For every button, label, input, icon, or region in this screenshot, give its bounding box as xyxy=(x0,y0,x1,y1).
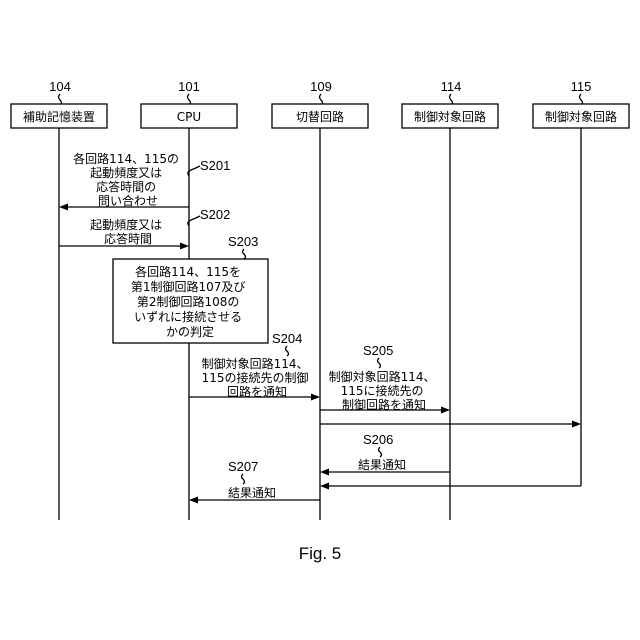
arrow-head xyxy=(572,421,581,428)
participant-ref: 101 xyxy=(178,79,200,94)
step-text: 起動頻度又は 応答時間 xyxy=(90,217,166,246)
step-leader xyxy=(243,249,246,259)
step-id: S205 xyxy=(363,343,393,358)
participant-114: 114 制御対象回路 xyxy=(402,79,498,520)
arrow-head xyxy=(59,204,68,211)
participant-115: 115 制御対象回路 xyxy=(533,79,629,486)
step-s203: S203 各回路114、115を 第1制御回路107及び 第2制御回路108の … xyxy=(113,234,268,343)
arrow-head xyxy=(189,497,198,504)
participant-label: CPU xyxy=(177,110,201,124)
participant-ref: 114 xyxy=(441,79,462,94)
participant-ref: 104 xyxy=(49,79,71,94)
participant-ref: 115 xyxy=(571,79,592,94)
participant-label: 切替回路 xyxy=(296,109,344,124)
step-text: 結果通知 xyxy=(358,458,406,472)
step-s207: S207 結果通知 xyxy=(189,459,320,504)
step-leader xyxy=(188,216,200,226)
participant-104: 104 補助記憶装置 xyxy=(11,79,107,520)
step-id: S207 xyxy=(228,459,258,474)
participant-label: 補助記憶装置 xyxy=(23,109,95,124)
step-text: 各回路114、115の 起動頻度又は 応答時間の 問い合わせ xyxy=(73,151,183,208)
step-id: S204 xyxy=(272,331,302,346)
step-leader xyxy=(286,346,289,356)
step-leader xyxy=(379,447,382,457)
arrow-head xyxy=(180,243,189,250)
participant-label: 制御対象回路 xyxy=(414,109,486,124)
step-id: S206 xyxy=(363,432,393,447)
participant-109: 109 切替回路 xyxy=(272,79,368,520)
step-leader xyxy=(378,358,381,368)
participant-ref: 109 xyxy=(310,79,332,94)
participant-label: 制御対象回路 xyxy=(545,109,617,124)
step-text: 結果通知 xyxy=(228,486,276,500)
step-s202: S202 起動頻度又は 応答時間 xyxy=(59,207,230,250)
step-id: S202 xyxy=(200,207,230,222)
step-text: 制御対象回路114、 115に接続先の 制御回路を通知 xyxy=(329,369,440,412)
step-id: S201 xyxy=(200,158,230,173)
arrow-head xyxy=(441,407,450,414)
step-id: S203 xyxy=(228,234,258,249)
arrow-head xyxy=(320,469,329,476)
arrow-head xyxy=(320,483,329,490)
step-leader xyxy=(242,474,245,484)
figure-caption: Fig. 5 xyxy=(299,544,342,563)
step-s201: 各回路114、115の 起動頻度又は 応答時間の 問い合わせ S201 xyxy=(59,151,230,211)
arrow-head xyxy=(311,394,320,401)
step-leader xyxy=(188,166,200,176)
step-text: 制御対象回路114、 115の接続先の制御 回路を通知 xyxy=(202,356,313,399)
